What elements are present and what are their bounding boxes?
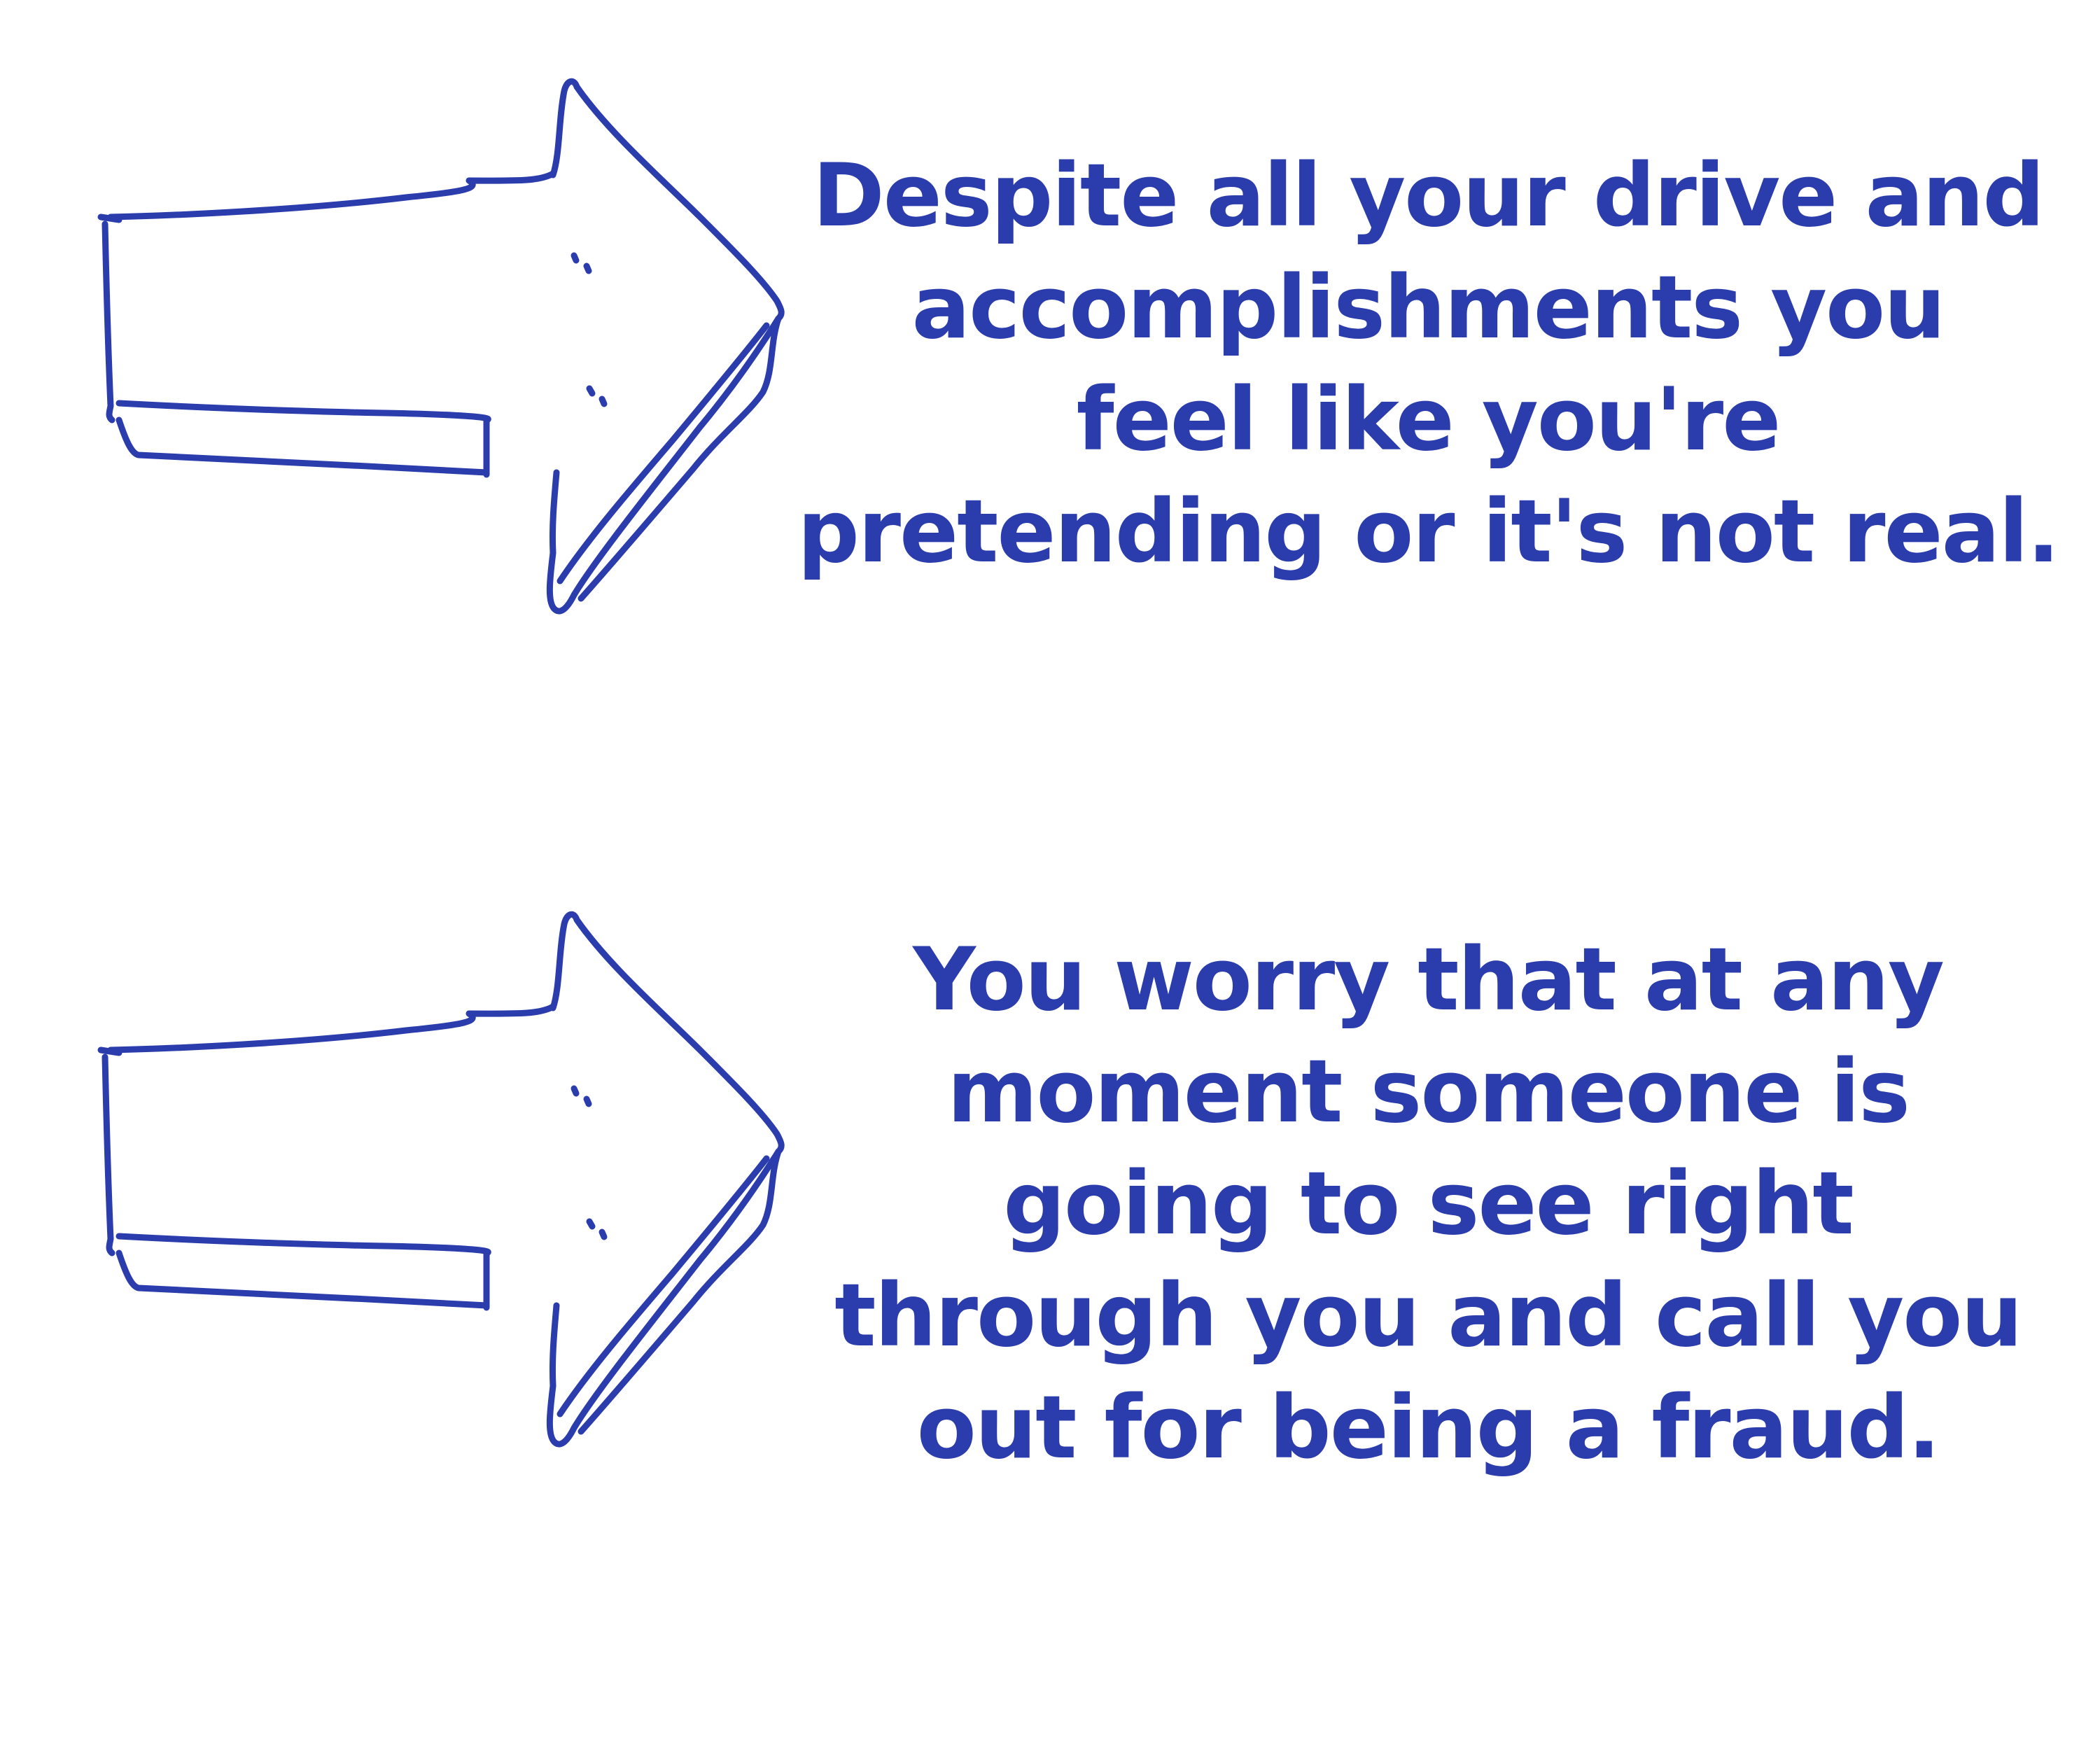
statement-line: through you and call you [834,1266,2022,1366]
statement-text: You worry that at any moment someone is … [770,924,2086,1484]
statement-line: accomplishments you [911,258,1945,358]
statement-line: pretending or it's not real. [797,482,2060,582]
statement-line: You worry that at any [913,930,1945,1030]
arrow-right-icon [91,77,785,615]
statement-block-1: Despite all your drive and accomplishmen… [0,0,2100,700]
statement-line: moment someone is [947,1042,1910,1142]
statement-line: out for being a fraud. [916,1378,1941,1478]
statement-line: feel like you're [1076,370,1782,470]
statement-line: Despite all your drive and [812,146,2045,246]
statement-text: Despite all your drive and accomplishmen… [770,140,2086,588]
arrow-right-icon-graphic [97,78,785,615]
arrow-right-icon-graphic [97,911,785,1448]
statement-line: going to see right [1003,1154,1854,1254]
statement-block-2: You worry that at any moment someone is … [0,840,2100,1610]
arrow-right-icon [91,910,785,1448]
